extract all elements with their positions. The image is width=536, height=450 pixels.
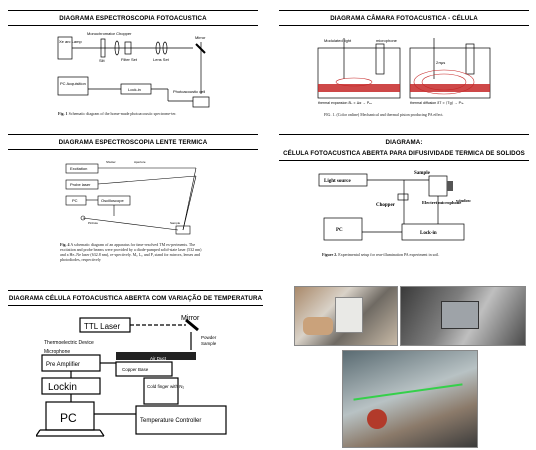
figure-temperature-cell: TTL Laser Mirror Powder Sample Thermoele… [36,310,244,446]
photo-shape [335,297,363,333]
label-temp: Temperature Controller [140,418,201,424]
label-mirror: Mirror [181,315,200,322]
label-preamp: Pre Amplifier [46,362,80,368]
caption-text: (Color online) Mechanical and thermal pi… [336,112,444,117]
title-rule-bottom [8,305,263,306]
photo-lab-setup-1 [294,286,398,346]
figure-caption: Figure 2. Experimental setup for rear-il… [322,252,487,257]
label-sample: Sample [414,171,431,176]
label-mic: Microphone [44,349,70,355]
label-lens: Lens Set [153,57,170,62]
title-rule-top [8,10,258,11]
label-laser: TTL Laser [84,322,120,331]
label-filter: Filter Set [121,57,138,62]
photo-shape [367,409,387,429]
label-excitation: Excitation [70,166,87,171]
label-copper: Copper Base [122,367,149,372]
title-rule-bottom [8,149,258,150]
label-shutter: Shutter [106,160,116,164]
label-sample: Sample [201,341,217,346]
title-rule-top [8,290,263,291]
title-rule-bottom [279,160,529,161]
section-open-cell-diffusivity: DIAGRAMA: CÉLULA FOTOACUSTICA ABERTA PAR… [279,134,529,274]
label-electret: Electret microphone [422,200,461,205]
figure-caption: Fig. 1 Schematic diagram of the home-mad… [58,111,208,116]
section-title: DIAGRAMA ESPECTROSCOPIA LENTE TERMICA [58,139,208,146]
figure-caption: Fig. 4 A schematic diagram of an apparat… [60,242,206,262]
title-rule-top [279,134,529,135]
label-pc: PC [72,198,78,203]
label-diffusion: thermal diffusion δT ∝ ⟨Tg⟩ → Pₜₕ [410,100,464,105]
label-chopper: Chopper [376,203,396,208]
title-rule-bottom [279,25,529,26]
section-title: DIAGRAMA: [385,139,423,146]
caption-fig-number: FIG. 1. [324,112,336,117]
label-mirror: Mirror [195,35,206,40]
label-lamp: Xe arc Lamp [59,39,82,44]
photo-shape [441,301,479,329]
section-thermal-lens: DIAGRAMA ESPECTROSCOPIA LENTE TERMICA Ex… [8,134,258,284]
photo-lab-setup-2 [400,286,526,346]
figure-rear-illumination-setup: Light source Sample Chopper Electret mic… [314,166,489,271]
section-title: DIAGRAMA ESPECTROSCOPIA FOTOACUSTICA [59,15,207,22]
caption-text: Experimental setup for rear-illumination… [338,252,440,257]
label-window: window [456,198,472,203]
title-rule-top [279,10,529,11]
label-pc: PC [60,411,77,425]
section-title: DIAGRAMA CÂMARA FOTOACUSTICA - CÉLULA [330,15,478,22]
label-probe: Probe laser [70,182,91,187]
title-rule-bottom [8,25,258,26]
label-cold: Cold finger with N₂ [147,384,185,389]
label-airduct: Air Duct [150,356,167,361]
label-slit: Slit [99,58,105,63]
label-expansion: thermal expansion δL ∝ Δα → Pₑₓ [318,101,373,105]
label-powder: Powder [201,335,217,340]
section-photoacoustic-spectroscopy: DIAGRAMA ESPECTROSCOPIA FOTOACUSTICA [8,6,258,136]
label-lockin: Lockin [48,382,77,393]
label-lockin: Lock-in [420,231,437,236]
label-pc: PC Acquisition [60,81,86,86]
figure-pa-spectrometer: Xe arc Lamp Monochromator Chopper Slit F… [53,29,213,131]
label-zone: 2πμs [436,60,445,65]
caption-fig-number: Figure 2. [322,252,338,257]
label-osc: Oscilloscope [101,198,124,203]
label-mono: Monochromator Chopper [87,31,132,36]
section-pa-chamber-cell: DIAGRAMA CÂMARA FOTOACUSTICA - CÉLULA Mo… [279,6,529,131]
label-thermo: Thermoelectric Device [44,340,94,346]
caption-fig-number: Fig. 1 [58,111,68,116]
label-aperture: Aperture [134,160,146,164]
caption-text: Schematic diagram of the home-made photo… [68,111,177,116]
label-lockin: Lock-in [128,87,141,92]
figure-pa-pistons: Modulated light microphone 2πμs thermal … [314,34,494,126]
photo-lab-setup-3 [342,350,478,448]
title-rule-top [8,134,258,135]
laser-beam [353,383,463,401]
label-light: Light source [324,179,351,184]
caption-text: A schematic diagram of an apparatus for … [60,242,202,262]
photo-shape [303,317,333,335]
label-cell: Photoacoustic cell [173,89,205,94]
label-light: Modulated light [324,38,352,43]
label-pc: PC [336,228,343,233]
label-pinhole: Pinhole [88,221,98,225]
figure-caption: FIG. 1. (Color online) Mechanical and th… [324,112,494,117]
caption-fig-number: Fig. 4 [60,242,70,247]
section-subtitle: CÉLULA FOTOACUSTICA ABERTA PARA DIFUSIVI… [283,150,525,157]
label-sample: Sample [170,221,181,225]
section-open-cell-temperature: DIAGRAMA CÉLULA FOTOACUSTICA ABERTA COM … [8,290,263,448]
section-title: DIAGRAMA CÉLULA FOTOACUSTICA ABERTA COM … [8,295,263,302]
figure-thermal-lens-apparatus: Excitation Probe laser PC Oscilloscope S… [58,158,208,278]
label-mic: microphone [376,38,398,43]
